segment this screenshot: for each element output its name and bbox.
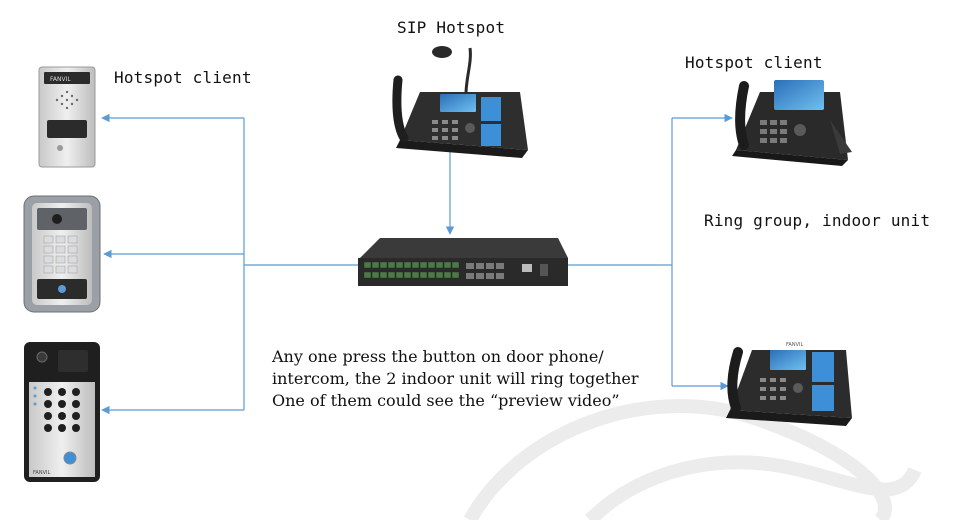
hotspot-client-phone: [732, 80, 852, 166]
ring-group-label: Ring group, indoor unit: [704, 211, 931, 230]
indoor-unit-brand: FANVIL: [786, 342, 803, 348]
note-line-2: intercom, the 2 indoor unit will ring to…: [272, 369, 639, 388]
watermark: [463, 399, 922, 520]
note-line-1: Any one press the button on door phone/: [272, 347, 604, 366]
door-phone-3-brand: FANVIL: [33, 470, 50, 476]
door-phone-3: FANVIL: [24, 342, 100, 482]
connector-lines: [101, 113, 733, 415]
network-switch: [358, 238, 568, 286]
explanation-note: Any one press the button on door phone/ …: [272, 346, 639, 412]
hotspot-client-right-label: Hotspot client: [685, 53, 823, 72]
note-line-3: One of them could see the “preview video…: [272, 391, 620, 410]
hotspot-client-left-label: Hotspot client: [114, 68, 252, 87]
door-phone-1: FANVIL: [38, 66, 96, 168]
door-phone-1-brand: FANVIL: [50, 76, 71, 83]
door-phone-2: [23, 195, 101, 313]
sip-hotspot-label: SIP Hotspot: [397, 18, 506, 37]
indoor-unit-phone: FANVIL: [726, 342, 852, 426]
sip-hotspot-phone: [392, 46, 528, 158]
